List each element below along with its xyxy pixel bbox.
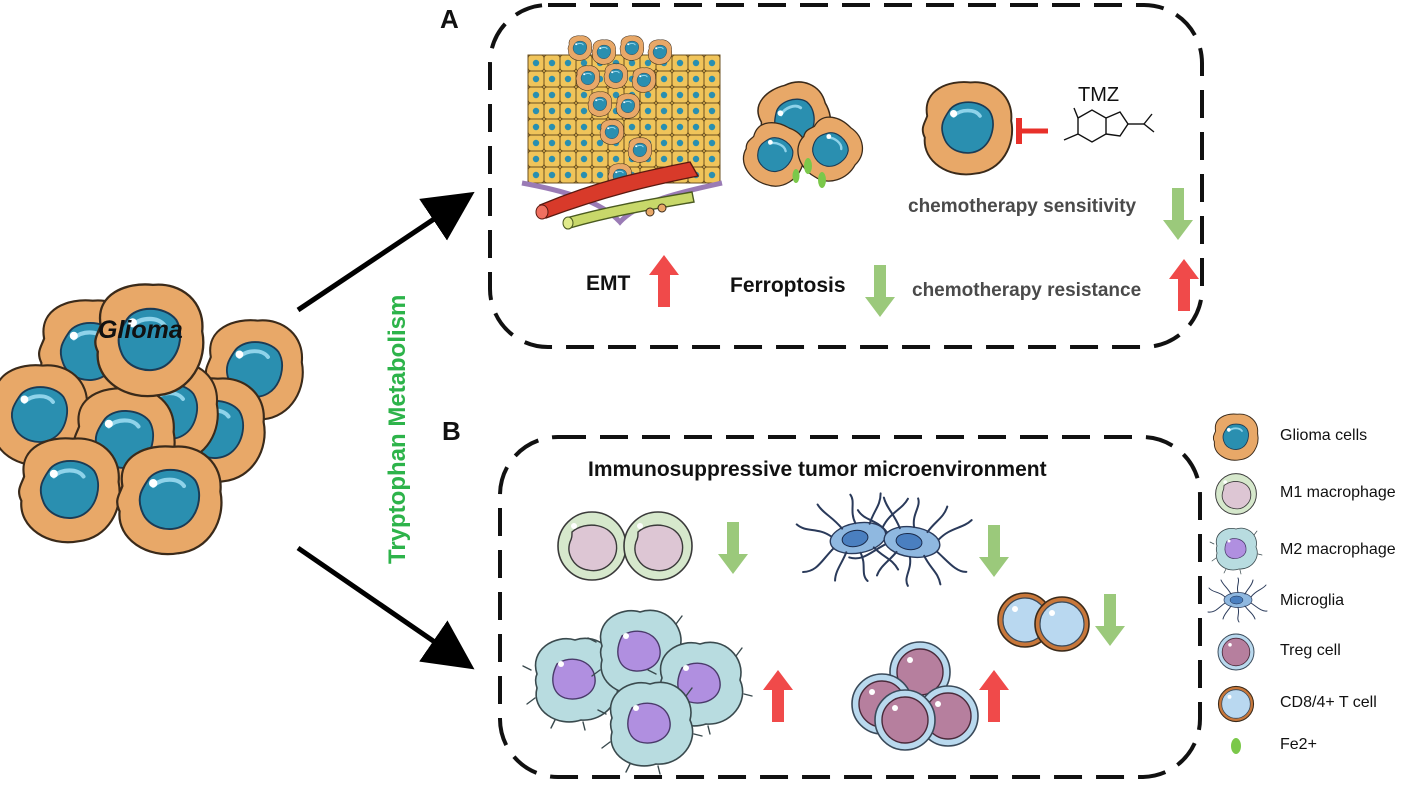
tmz-structure-icon xyxy=(1063,107,1155,143)
inhibition-bar xyxy=(1016,118,1048,144)
panel-b-box xyxy=(498,435,1202,779)
fe2-icon xyxy=(792,158,826,188)
panel-b-title: Immunosuppressive tumor microenvironment xyxy=(588,458,1047,481)
fe2-icon xyxy=(1231,738,1241,754)
ferroptosis-down-arrow xyxy=(865,265,895,317)
m1-macrophage-group xyxy=(557,511,693,581)
microglia-group xyxy=(790,483,977,595)
arrow-to-panel-b xyxy=(296,545,475,670)
legend-label: Fe2+ xyxy=(1280,736,1317,753)
treg-cell-icon xyxy=(874,689,936,751)
tmz-target-cell xyxy=(920,80,1014,177)
sensitivity-label: chemotherapy sensitivity xyxy=(908,196,1137,217)
m2-up-arrow xyxy=(763,670,793,722)
glioma-label: Glioma xyxy=(98,316,183,344)
panel-a-letter: A xyxy=(440,4,459,34)
m1-macrophage-icon xyxy=(623,511,693,581)
legend xyxy=(1207,413,1268,754)
microglia-down-arrow xyxy=(979,525,1009,577)
legend-label: Microglia xyxy=(1280,592,1345,609)
m2-macrophage-icon xyxy=(1209,527,1263,575)
m2-macrophage-group xyxy=(522,609,753,775)
treg-up-arrow xyxy=(979,670,1009,722)
legend-label: M1 macrophage xyxy=(1280,484,1396,501)
legend-label: M2 macrophage xyxy=(1280,541,1396,558)
legend-label: CD8/4+ T cell xyxy=(1280,694,1377,711)
legend-label: Treg cell xyxy=(1280,642,1341,659)
ferroptosis-illustration xyxy=(733,72,874,197)
legend-label: Glioma cells xyxy=(1280,427,1368,444)
treg-cell-icon xyxy=(1217,633,1255,671)
t-cell-icon xyxy=(1034,596,1090,652)
m1-down-arrow xyxy=(718,522,748,574)
ferroptosis-label: Ferroptosis xyxy=(730,274,846,297)
sensitivity-down-arrow xyxy=(1163,188,1193,240)
t-cell-down-arrow xyxy=(1095,594,1125,646)
m1-macrophage-icon xyxy=(1215,473,1257,515)
glioma-cell-icon xyxy=(19,438,120,542)
pathway-label: Tryptophan Metabolism xyxy=(384,294,411,564)
panel-b-letter: B xyxy=(442,416,461,446)
m1-macrophage-icon xyxy=(557,511,627,581)
t-cell-group xyxy=(997,592,1090,652)
m2-macrophage-icon xyxy=(597,681,703,775)
resistance-label: chemotherapy resistance xyxy=(912,280,1142,301)
tmz-label: TMZ xyxy=(1078,84,1120,106)
arrow-to-panel-a xyxy=(296,191,475,313)
glioma-cell-icon xyxy=(117,446,221,554)
emt-tissue-illustration xyxy=(521,35,723,230)
microglia-icon xyxy=(1207,577,1268,623)
resistance-up-arrow xyxy=(1169,259,1199,311)
emt-label: EMT xyxy=(586,272,631,295)
emt-up-arrow xyxy=(649,255,679,307)
t-cell-icon xyxy=(1217,685,1255,723)
treg-group xyxy=(851,641,979,751)
glioma-cell-icon xyxy=(1212,413,1259,462)
panel-a-box xyxy=(488,3,1204,349)
